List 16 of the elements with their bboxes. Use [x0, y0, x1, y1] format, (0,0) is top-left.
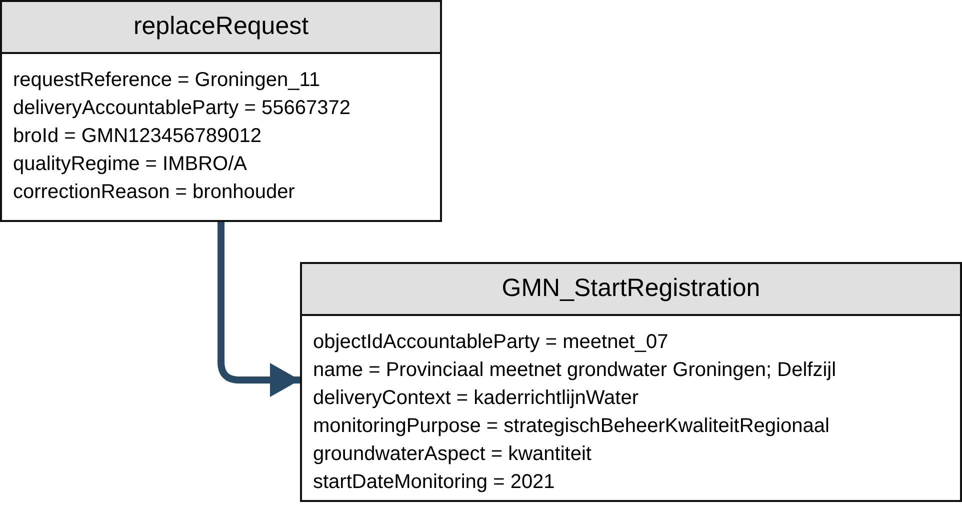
arrow	[218, 222, 300, 397]
attribute-text: broId = GMN123456789012	[13, 124, 263, 149]
attribute-text: qualityRegime = IMBRO/A	[13, 152, 248, 177]
class-name: replaceRequest	[133, 11, 309, 42]
class-box	[300, 262, 962, 502]
attribute-text: monitoringPurpose = strategischBeheerKwaliteitRegionaal	[313, 414, 830, 439]
attribute-text: startDateMonitoring = 2021	[313, 470, 556, 495]
attribute-text: requestReference = Groningen_11	[13, 68, 322, 93]
attribute-text: name = Provinciaal meetnet grondwater Groningen; Delfzijl	[313, 358, 838, 383]
attribute-text: groundwaterAspect = kwantiteit	[313, 442, 592, 467]
attribute-text: correctionReason = bronhouder	[13, 180, 296, 205]
attribute-text: deliveryContext = kaderrichtlijnWater	[313, 386, 640, 411]
attribute-text: objectIdAccountableParty = meetnet_07	[313, 330, 670, 355]
class-name: GMN_StartRegistration	[502, 273, 760, 304]
class-box	[0, 0, 442, 222]
attribute-text: deliveryAccountableParty = 55667372	[13, 96, 352, 121]
